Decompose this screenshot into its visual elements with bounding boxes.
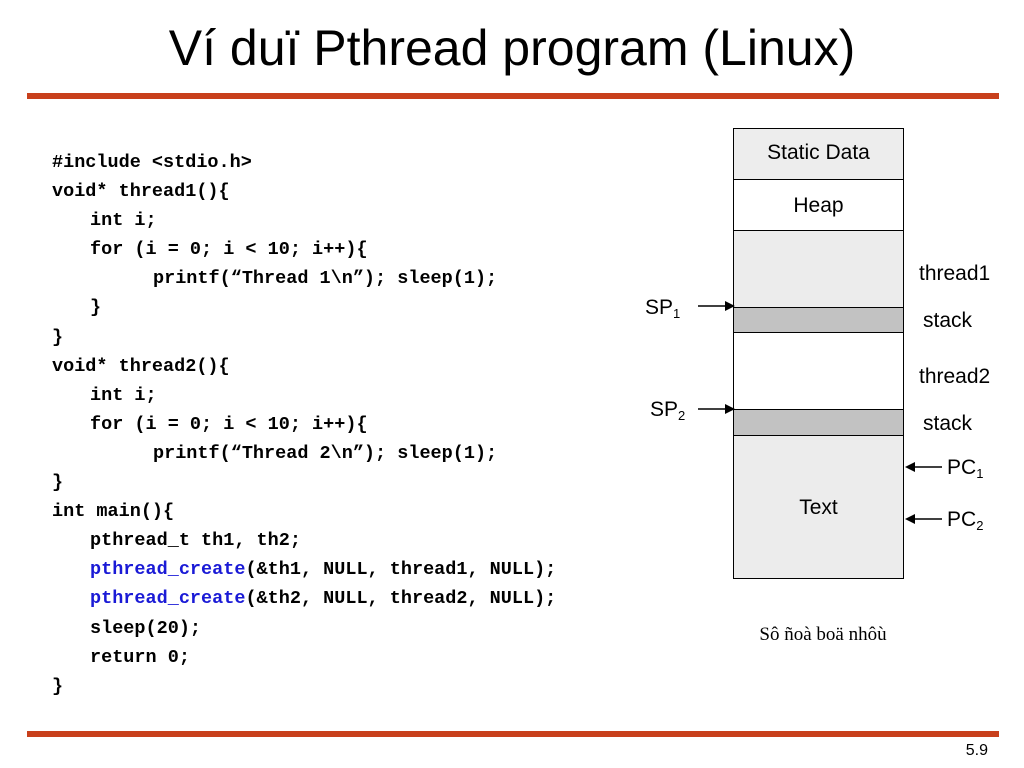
code-line: return 0;: [90, 646, 190, 668]
diagram-caption: Sô ñoà boä nhôù: [759, 624, 887, 645]
sp1-base: SP: [645, 296, 674, 319]
code-line: void* thread1(){: [52, 181, 230, 203]
text-region: Text: [734, 436, 903, 578]
sp1-arrow-icon: [698, 301, 735, 311]
thread1-label: thread1: [919, 262, 991, 285]
sp2-base: SP: [650, 398, 679, 421]
function-args: (&th1, NULL, thread1, NULL);: [245, 559, 557, 581]
pc2-subscript: 2: [976, 518, 984, 533]
sp1-label: SP1: [645, 296, 680, 326]
heap-label: Heap: [793, 194, 844, 217]
code-line-create-2: pthread_create(&th2, NULL, thread2, NULL…: [52, 584, 556, 613]
code-listing: #include <stdio.h> void* thread1(){ int …: [52, 148, 556, 701]
static-data-region: Static Data: [734, 129, 903, 180]
pc2-label: PC2: [947, 508, 983, 538]
code-line: }: [90, 297, 102, 319]
slide-title: Ví duï Pthread program (Linux): [168, 20, 856, 76]
code-line: for (i = 0; i < 10; i++){: [90, 239, 368, 261]
thread1-stack-region: [734, 231, 903, 307]
function-name: pthread_create: [90, 588, 246, 610]
stack1-label: stack: [923, 309, 973, 332]
sp2-label: SP2: [650, 398, 685, 428]
code-line: int i;: [90, 384, 157, 406]
pc2-base: PC: [947, 508, 977, 531]
pc1-subscript: 1: [976, 466, 984, 481]
stack-pointer-1-band: [734, 307, 903, 333]
title-divider: [27, 93, 999, 99]
code-line: #include <stdio.h>: [52, 152, 252, 173]
memory-layout-diagram: Static Data Heap Text: [733, 128, 904, 579]
code-line: void* thread2(){: [52, 355, 230, 377]
stack2-label: stack: [923, 412, 973, 435]
heap-region: Heap: [734, 180, 903, 231]
code-line: }: [52, 326, 64, 348]
sp2-arrow-icon: [698, 404, 735, 414]
sp1-subscript: 1: [673, 306, 681, 321]
function-name: pthread_create: [90, 559, 246, 581]
code-line: pthread_t th1, th2;: [90, 530, 301, 552]
code-line: }: [52, 472, 64, 494]
code-line: int i;: [90, 210, 157, 232]
pc1-label: PC1: [947, 456, 983, 486]
thread2-stack-region: [734, 333, 903, 409]
code-line: printf(“Thread 1\n”); sleep(1);: [153, 268, 498, 290]
code-line: for (i = 0; i < 10; i++){: [90, 413, 368, 435]
stack-pointer-2-band: [734, 409, 903, 436]
pc1-arrow-icon: [905, 462, 942, 472]
function-args: (&th2, NULL, thread2, NULL);: [245, 588, 557, 610]
pc1-base: PC: [947, 456, 977, 479]
footer-divider: [27, 731, 999, 737]
text-label: Text: [799, 496, 838, 519]
static-data-label: Static Data: [767, 141, 870, 164]
pc2-arrow-icon: [905, 514, 942, 524]
code-line: int main(){: [52, 501, 175, 523]
sp2-subscript: 2: [678, 408, 686, 423]
code-line-create-1: pthread_create(&th1, NULL, thread1, NULL…: [52, 555, 556, 584]
code-line: printf(“Thread 2\n”); sleep(1);: [153, 442, 498, 464]
page-number: 5.9: [965, 742, 988, 759]
code-line: }: [52, 675, 64, 697]
thread2-label: thread2: [919, 365, 991, 388]
code-line: sleep(20);: [90, 617, 202, 639]
